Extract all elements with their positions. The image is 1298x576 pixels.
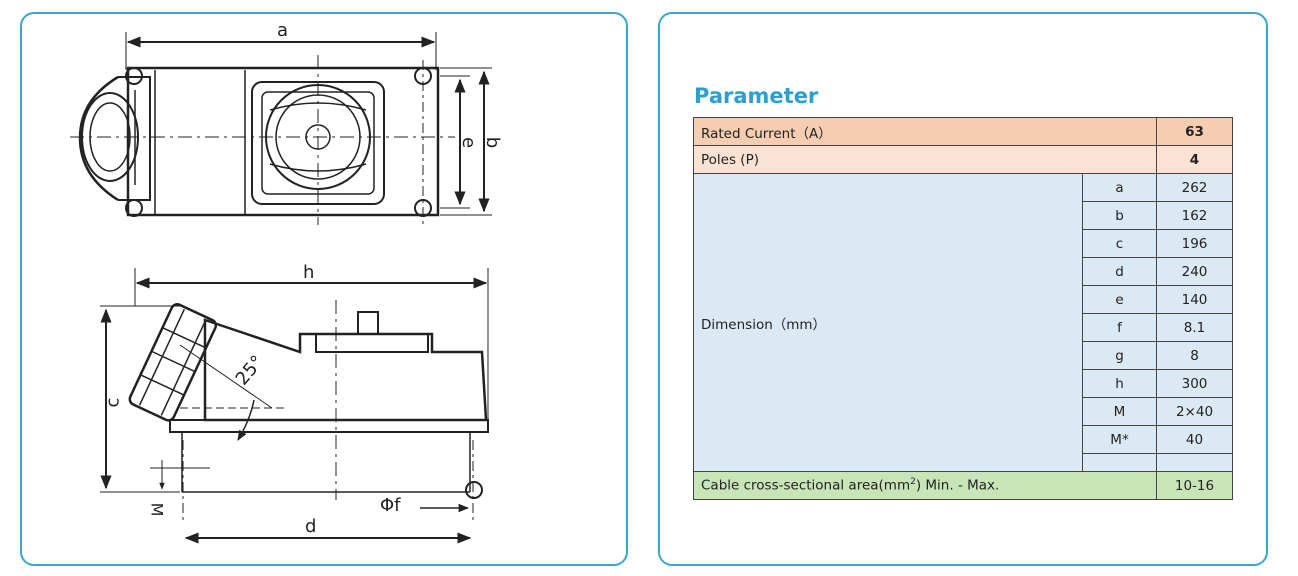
dim-key-blank — [1082, 453, 1157, 472]
dim-key: d — [1082, 257, 1157, 286]
cable-row: Cable cross-sectional area(mm2) Min. - M… — [693, 471, 1233, 500]
label-m: M — [147, 502, 167, 517]
label-d: d — [305, 516, 317, 537]
poles-label: Poles (P) — [693, 145, 1157, 174]
cable-label-sup: 2 — [910, 477, 916, 488]
label-phi-f: Φf — [380, 495, 401, 516]
cable-value: 10-16 — [1156, 471, 1233, 500]
cable-label-post: ) Min. - Max. — [915, 477, 1000, 494]
dim-key: e — [1082, 285, 1157, 314]
parameter-table: Rated Current（A） 63 Poles (P) 4 Dimensio… — [693, 117, 1233, 500]
drawing-panel — [20, 12, 628, 566]
rated-current-row: Rated Current（A） 63 — [693, 117, 1233, 146]
dim-key: M* — [1082, 425, 1157, 454]
dim-value: 196 — [1156, 229, 1233, 258]
cable-label-pre: Cable cross-sectional area(mm — [701, 477, 911, 494]
dim-value: 262 — [1156, 173, 1233, 202]
label-a: a — [277, 20, 289, 41]
poles-value: 4 — [1156, 145, 1233, 174]
label-c: c — [102, 397, 124, 408]
dim-value: 140 — [1156, 285, 1233, 314]
parameter-title: Parameter — [694, 84, 819, 108]
label-e: e — [458, 136, 480, 149]
dimension-row: Dimension（mm） a 262 — [693, 173, 1233, 472]
dim-value: 8.1 — [1156, 313, 1233, 342]
dim-key: b — [1082, 201, 1157, 230]
dim-value: 240 — [1156, 257, 1233, 286]
dim-key: f — [1082, 313, 1157, 342]
dim-value: 300 — [1156, 369, 1233, 398]
dim-value: 8 — [1156, 341, 1233, 370]
dim-key: g — [1082, 341, 1157, 370]
dim-value: 2×40 — [1156, 397, 1233, 426]
dim-key: h — [1082, 369, 1157, 398]
dimension-label: Dimension（mm） — [693, 173, 1083, 472]
rated-current-value: 63 — [1156, 117, 1233, 146]
poles-row: Poles (P) 4 — [693, 145, 1233, 174]
dim-key: M — [1082, 397, 1157, 426]
dim-value: 40 — [1156, 425, 1233, 454]
label-h: h — [303, 262, 315, 283]
dim-key: c — [1082, 229, 1157, 258]
dim-value: 162 — [1156, 201, 1233, 230]
label-b: b — [482, 136, 504, 149]
dim-value-blank — [1156, 453, 1233, 472]
cable-label: Cable cross-sectional area(mm2) Min. - M… — [693, 471, 1157, 500]
dim-key: a — [1082, 173, 1157, 202]
rated-current-label: Rated Current（A） — [693, 117, 1157, 146]
